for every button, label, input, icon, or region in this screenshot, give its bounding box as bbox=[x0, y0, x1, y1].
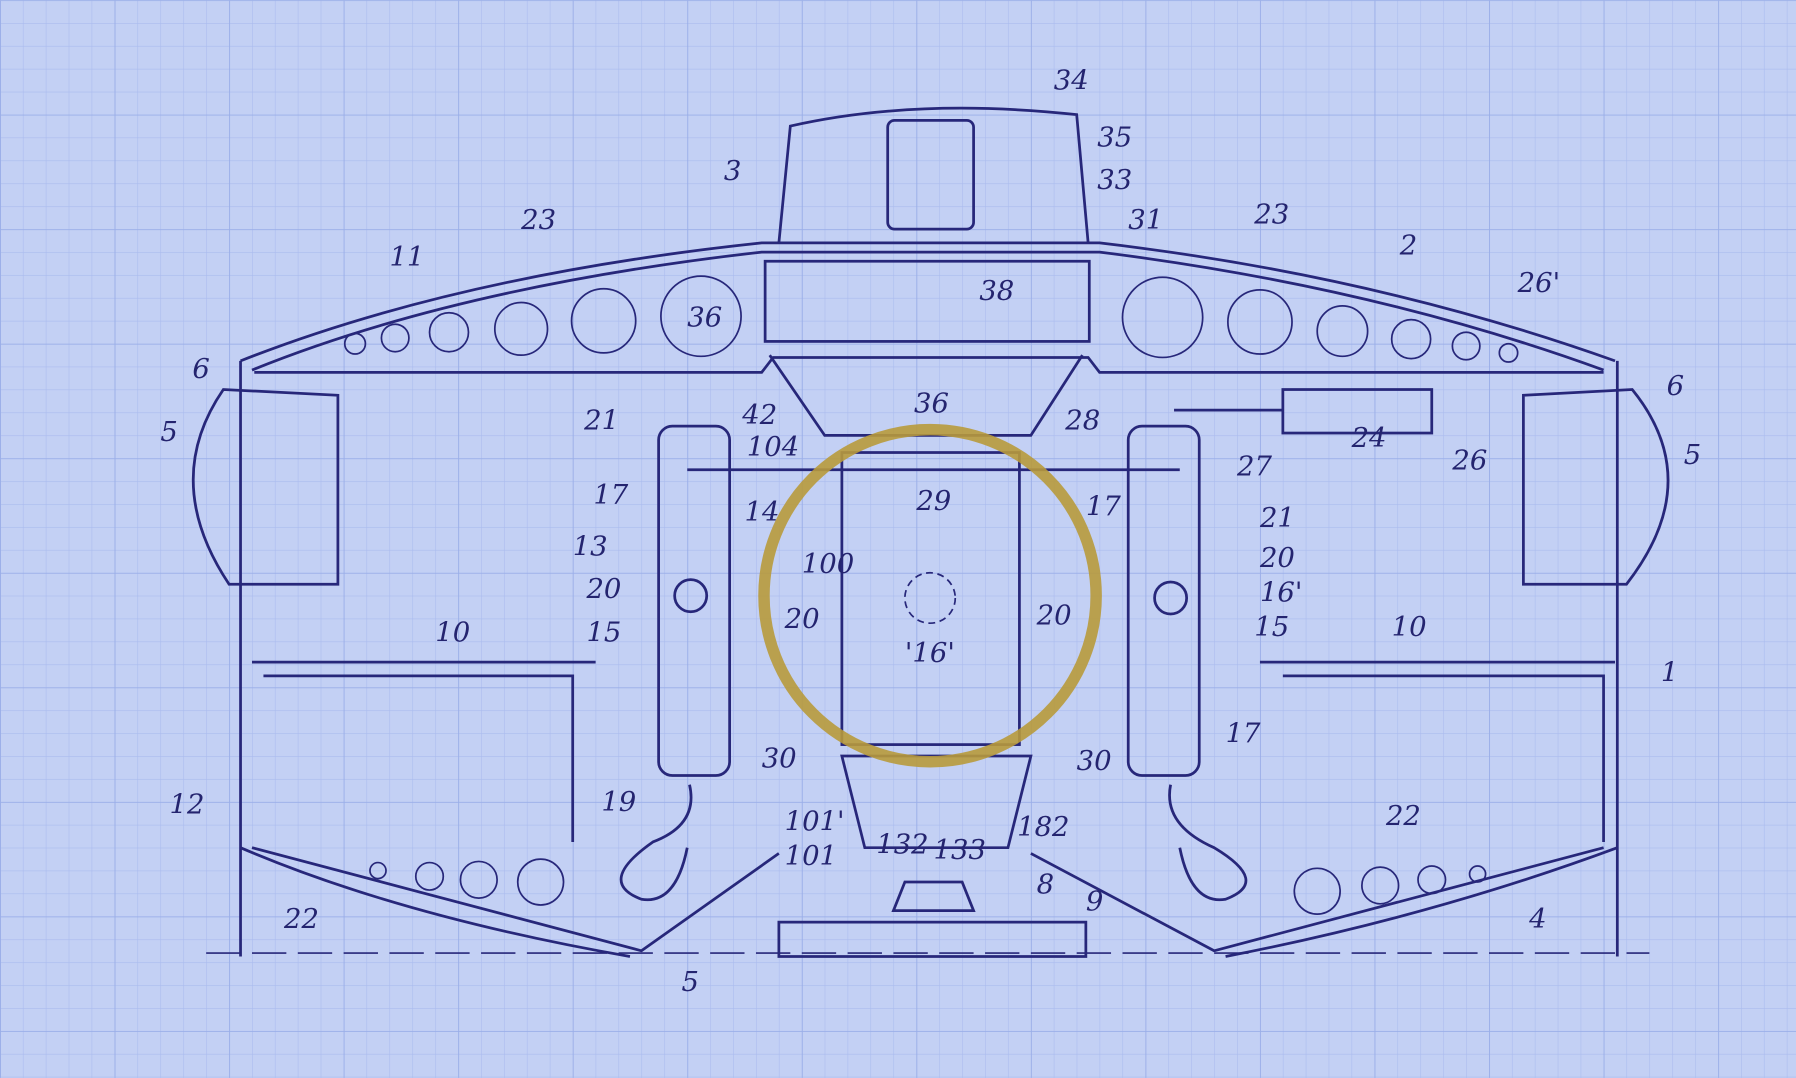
label-19: 19 bbox=[601, 786, 636, 818]
label-30: 30 bbox=[762, 743, 797, 775]
label-4: 4 bbox=[1528, 903, 1546, 935]
label-13: 13 bbox=[573, 531, 608, 563]
label-12: 12 bbox=[170, 788, 205, 820]
label-20a: 20 bbox=[1259, 542, 1295, 574]
label-101: 101 bbox=[785, 840, 837, 872]
label-33: 33 bbox=[1097, 164, 1132, 196]
reference-numerals: 34 35 3 33 23 11 31 23 2 26' 38 36 6 5 2… bbox=[160, 64, 1701, 997]
label-42: 42 bbox=[741, 399, 777, 431]
label-21b: 21 bbox=[1259, 502, 1295, 534]
label-5c: 5 bbox=[682, 966, 699, 998]
label-182: 182 bbox=[1017, 811, 1069, 843]
label-23: 23 bbox=[520, 204, 556, 236]
label-28: 28 bbox=[1064, 405, 1100, 437]
label-14: 14 bbox=[745, 496, 780, 528]
label-21: 21 bbox=[583, 405, 619, 437]
highlight-circle bbox=[758, 423, 1102, 768]
label-15: 15 bbox=[586, 617, 621, 649]
label-22b: 22 bbox=[283, 903, 319, 935]
label-5b: 5 bbox=[1684, 439, 1701, 471]
label-17: 17 bbox=[593, 479, 628, 511]
label-17b: 17 bbox=[1086, 491, 1121, 523]
label-104: 104 bbox=[747, 431, 799, 463]
label-2: 2 bbox=[1399, 229, 1417, 261]
label-34: 34 bbox=[1054, 64, 1089, 96]
label-27: 27 bbox=[1236, 450, 1272, 482]
label-6b: 6 bbox=[1667, 370, 1684, 402]
label-26: 26 bbox=[1451, 445, 1487, 477]
label-31: 31 bbox=[1128, 204, 1163, 236]
label-16-prime: '16' bbox=[905, 637, 955, 669]
label-20c: 20 bbox=[784, 603, 820, 635]
label-36b: 36 bbox=[914, 387, 949, 419]
vehicle-body bbox=[191, 106, 1670, 958]
label-100: 100 bbox=[802, 548, 854, 580]
label-20b: 20 bbox=[585, 573, 621, 605]
label-30b: 30 bbox=[1077, 745, 1112, 777]
label-10b: 10 bbox=[1392, 611, 1427, 643]
label-24: 24 bbox=[1351, 422, 1387, 454]
label-36: 36 bbox=[687, 302, 722, 334]
label-3: 3 bbox=[724, 155, 741, 187]
label-26-prime: 26' bbox=[1517, 267, 1561, 299]
label-6: 6 bbox=[192, 353, 209, 385]
label-15b: 15 bbox=[1254, 611, 1289, 643]
label-1: 1 bbox=[1661, 657, 1678, 689]
label-10: 10 bbox=[435, 617, 470, 649]
label-11: 11 bbox=[389, 241, 424, 273]
label-20d: 20 bbox=[1036, 599, 1072, 631]
label-29: 29 bbox=[915, 485, 951, 517]
label-132: 132 bbox=[876, 828, 928, 860]
label-8: 8 bbox=[1037, 869, 1054, 901]
label-23b: 23 bbox=[1253, 198, 1289, 230]
label-35: 35 bbox=[1097, 122, 1132, 154]
label-16-prime-b: 16' bbox=[1260, 576, 1303, 608]
label-5: 5 bbox=[160, 416, 177, 448]
label-133: 133 bbox=[934, 834, 986, 866]
label-22: 22 bbox=[1385, 800, 1421, 832]
label-101-prime: 101' bbox=[785, 806, 845, 838]
label-38: 38 bbox=[979, 275, 1014, 307]
label-17c: 17 bbox=[1226, 717, 1261, 749]
label-9: 9 bbox=[1086, 886, 1103, 918]
